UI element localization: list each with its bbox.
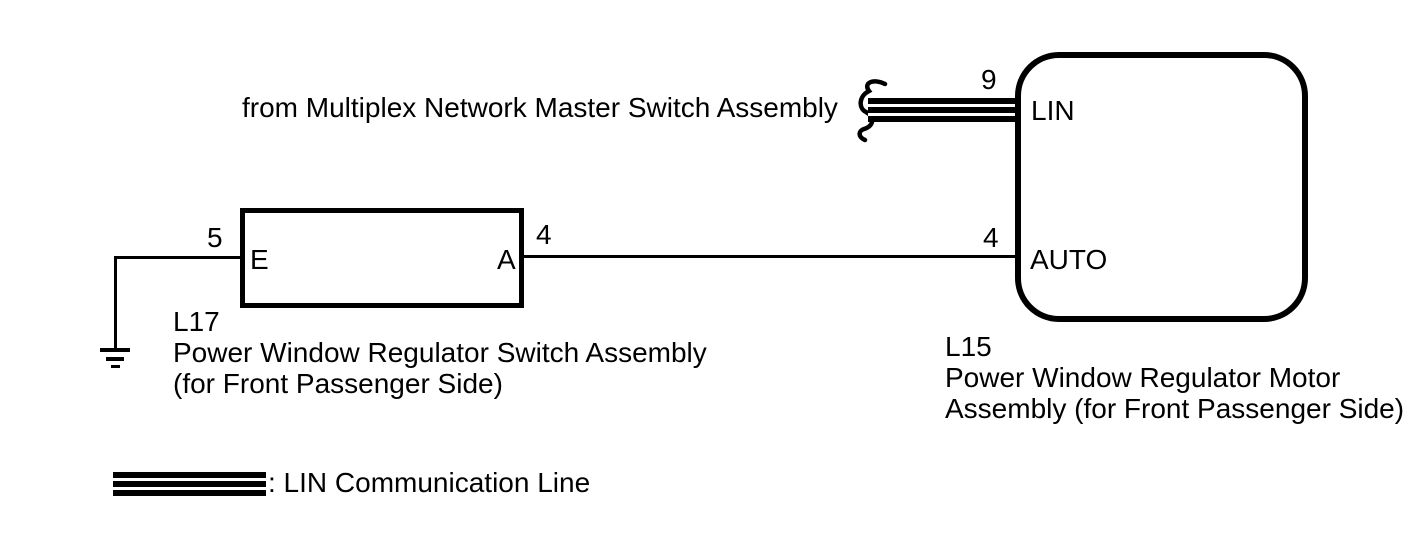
motor-assembly-code: L15 [945,331,992,362]
lin-communication-line [868,98,1016,122]
source-label: from Multiplex Network Master Switch Ass… [242,92,838,123]
pin-number-a: 4 [536,219,552,250]
pin-number-auto: 4 [983,222,999,253]
switch-assembly-name: Power Window Regulator Switch Assembly [173,337,707,368]
legend-lin-line-sample [113,472,266,496]
terminal-label-lin: LIN [1031,95,1075,126]
motor-assembly-caption: L15 Power Window Regulator Motor Assembl… [945,331,1404,424]
terminal-label-e: E [250,244,269,275]
switch-assembly-code: L17 [173,306,220,337]
auto-signal-wire [524,255,1016,258]
pin-number-lin: 9 [981,64,997,95]
motor-assembly-box [1015,52,1308,322]
switch-assembly-name-2: (for Front Passenger Side) [173,368,503,399]
terminal-label-a: A [497,244,516,275]
legend-lin-label: : LIN Communication Line [268,467,591,498]
ground-wire-vertical [114,256,117,349]
pin-number-e: 5 [207,222,223,253]
ground-wire-horizontal [114,256,240,259]
terminal-label-auto: AUTO [1030,244,1108,275]
switch-assembly-box [240,208,524,308]
motor-assembly-name-2: Assembly (for Front Passenger Side) [945,393,1405,424]
switch-assembly-caption: L17 Power Window Regulator Switch Assemb… [173,306,707,399]
wire-break-icon [857,79,888,143]
motor-assembly-name: Power Window Regulator Motor [945,362,1341,393]
